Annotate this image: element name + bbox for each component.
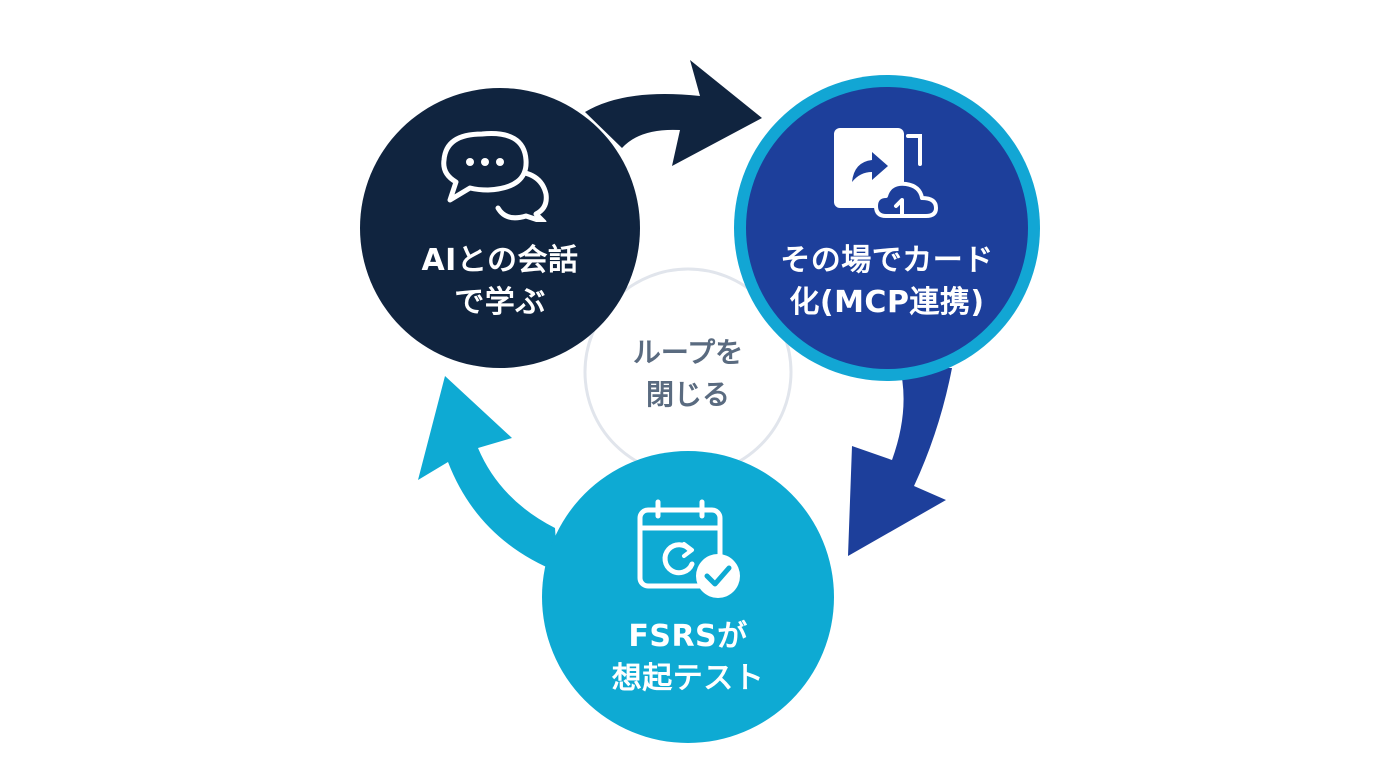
node-learn-line1: AIとの会話 (421, 243, 579, 278)
chat-bubbles-icon (441, 131, 549, 222)
arrow-card-to-test (848, 368, 952, 556)
calendar-check-icon (637, 499, 740, 598)
node-learn-circle (360, 88, 640, 368)
node-card-line2: 化(MCP連携) (789, 285, 985, 320)
node-learn-line2: で学ぶ (454, 285, 546, 320)
arrow-test-to-learn (418, 376, 558, 572)
node-test-line2: 想起テスト (611, 661, 765, 696)
center-label: ループを 閉じる (598, 332, 778, 416)
center-line1: ループを (632, 336, 744, 369)
center-line2: 閉じる (645, 378, 730, 411)
node-card-circle (746, 87, 1028, 369)
node-test-circle (542, 451, 834, 743)
node-card-line1: その場でカード (780, 243, 994, 278)
node-test-label: FSRSが 想起テスト (568, 616, 808, 700)
node-test-line1: FSRSが (628, 619, 748, 654)
node-learn-label: AIとの会話 で学ぶ (380, 240, 620, 324)
card-export-cloud-icon (834, 128, 938, 218)
node-card-label: その場でカード 化(MCP連携) (757, 240, 1017, 324)
arrow-learn-to-card (585, 60, 762, 166)
